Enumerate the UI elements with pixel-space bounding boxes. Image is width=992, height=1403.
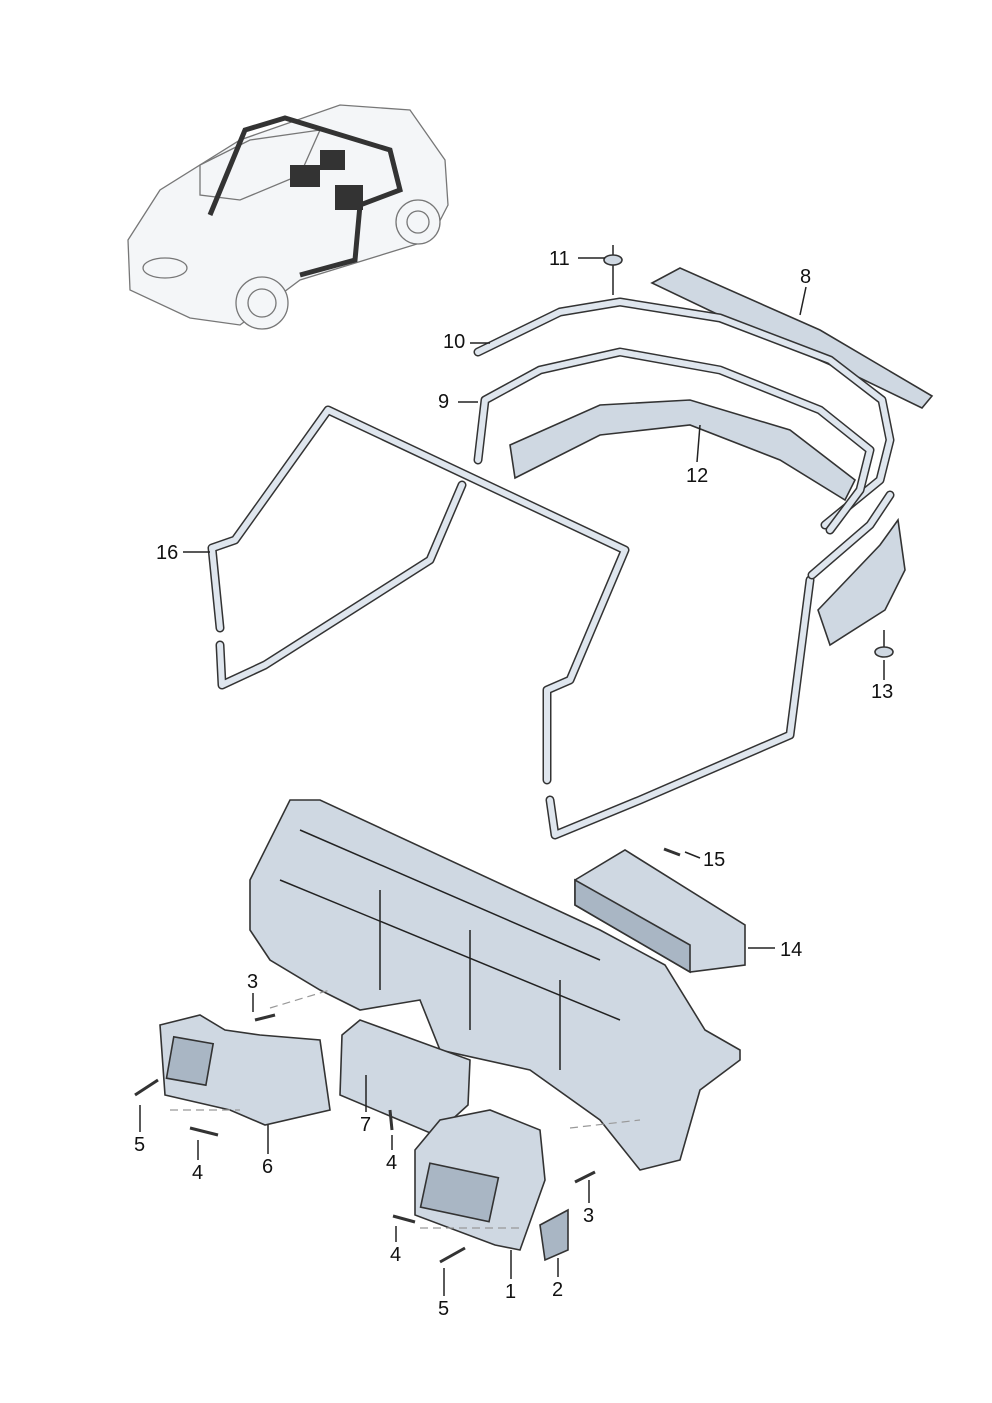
callout-3: 3 xyxy=(583,1205,594,1227)
callout-9: 9 xyxy=(438,391,449,413)
callout-5: 5 xyxy=(134,1134,145,1156)
part-12-trim[interactable] xyxy=(509,399,857,502)
callout-13: 13 xyxy=(871,681,893,703)
callout-4: 4 xyxy=(390,1244,401,1266)
part-7-air-duct[interactable] xyxy=(339,1019,471,1136)
part-13-corner-trim[interactable] xyxy=(817,517,906,647)
callout-4: 4 xyxy=(192,1162,203,1184)
callout-11: 11 xyxy=(549,248,570,270)
callout-7: 7 xyxy=(360,1114,371,1136)
bulkhead-insulation[interactable] xyxy=(249,799,741,1171)
callout-16: 16 xyxy=(156,542,178,564)
callout-6: 6 xyxy=(262,1156,273,1178)
callout-15: 15 xyxy=(703,849,725,871)
leader-lines xyxy=(139,257,885,1296)
callout-12: 12 xyxy=(686,465,708,487)
fasteners xyxy=(134,847,681,1264)
callout-2: 2 xyxy=(552,1279,563,1301)
part-16-door-seal[interactable] xyxy=(207,405,630,785)
callout-4: 4 xyxy=(386,1152,397,1174)
part-8-rear-trim-panel[interactable] xyxy=(650,267,934,409)
callout-8: 8 xyxy=(800,266,811,288)
callout-14: 14 xyxy=(780,939,802,961)
callout-10: 10 xyxy=(443,331,465,353)
part-2-bracket[interactable] xyxy=(539,1208,569,1262)
car-overview-illustration xyxy=(127,104,449,330)
callout-1: 1 xyxy=(505,1281,516,1303)
callout-5: 5 xyxy=(438,1298,449,1320)
callout-3: 3 xyxy=(247,971,258,993)
